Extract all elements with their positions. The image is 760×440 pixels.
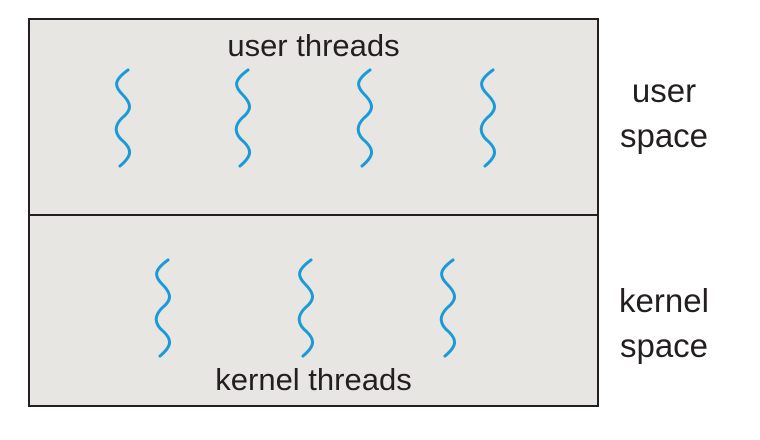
user-threads-title: user threads — [227, 28, 400, 63]
user-space-label-line1: user — [631, 72, 697, 109]
user-thread-icon — [234, 68, 251, 168]
user-thread-icon — [479, 68, 496, 168]
user-thread-icon — [114, 68, 131, 168]
user-space-label-line2: space — [619, 117, 709, 154]
kernel-thread-icon — [154, 258, 171, 358]
kernel-space-region: kernel threads — [28, 214, 599, 407]
user-space-label: user space — [604, 68, 724, 158]
user-thread-icon — [356, 68, 373, 168]
kernel-space-label-line2: space — [619, 327, 709, 364]
kernel-threads-title: kernel threads — [215, 362, 412, 397]
kernel-thread-icon — [297, 258, 314, 358]
kernel-space-label-line1: kernel — [619, 282, 709, 319]
kernel-space-label: kernel space — [604, 278, 724, 368]
kernel-thread-icon — [439, 258, 456, 358]
